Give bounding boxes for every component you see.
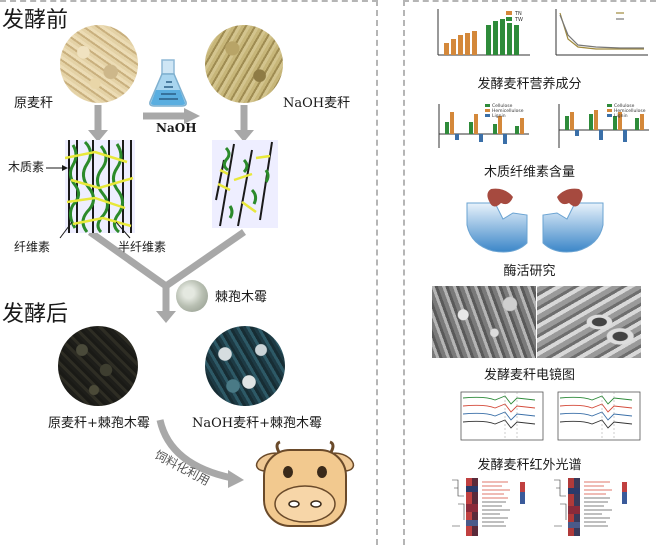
ir-caption: 发酵麦秆红外光谱 (477, 458, 582, 473)
fiber-label-pointers (59, 221, 131, 239)
heatmap-2 (552, 476, 648, 538)
nutrition-caption: 发酵麦秆营养成分 (477, 77, 582, 92)
nutrition-line-chart (540, 5, 652, 67)
legend-hemicellulose-2: Hemicellulose (614, 108, 646, 114)
ir-spectrum-1 (455, 390, 545, 446)
right-panel-top-border (403, 0, 656, 2)
left-panel-right-border (376, 0, 378, 545)
legend-tn: TN (514, 11, 522, 17)
converge-left-line (87, 229, 169, 289)
fungus-label: 棘孢木霉 (215, 290, 268, 305)
legend-cellulose-2: Cellulose (614, 103, 635, 109)
naoh-fiber-structure (212, 140, 278, 228)
legend-lignin-2: Lignin (614, 113, 628, 119)
raw-straw-image (60, 25, 138, 103)
cow-icon (255, 440, 355, 527)
hemicellulose-label: 半纤维素 (118, 240, 167, 254)
converge-right-line (164, 229, 246, 289)
raw-down-arrow-head (88, 130, 108, 142)
raw-fermented-image (58, 326, 138, 406)
raw-fiber-structure (64, 140, 135, 234)
title-after-fermentation: 发酵后 (2, 302, 69, 327)
right-panel-left-border (403, 0, 405, 545)
lignocellulose-chart-2: Cellulose Hemicellulose Lignin (545, 100, 651, 158)
feed-arrow-head (228, 470, 244, 488)
feed-curved-arrow (156, 419, 233, 482)
naoh-straw-image (205, 25, 283, 103)
heatmap-1 (450, 476, 546, 538)
nutrition-bar-chart: TN TW (420, 5, 532, 67)
sem-image-naoh (537, 286, 641, 358)
naoh-down-arrow-head (234, 130, 254, 142)
naoh-straw-label: NaOH麦秆 (283, 96, 351, 111)
sem-image-raw (432, 286, 536, 358)
lignocellulose-caption: 木质纤维素含量 (483, 165, 575, 180)
converge-down-arrow-head (156, 311, 176, 323)
naoh-fermented-image (205, 326, 285, 406)
enzyme-icon (466, 188, 604, 253)
legend-cellulose-1: Cellulose (492, 103, 513, 109)
legend-lignin-1: Lignin (492, 113, 506, 119)
cellulose-label: 纤维素 (14, 240, 51, 254)
raw-fermented-label: 原麦秆+棘孢木霉 (48, 416, 150, 431)
naoh-fermented-label: NaOH麦秆+棘孢木霉 (192, 416, 323, 431)
fungus-image (176, 280, 208, 312)
naoh-arrow-label: NaOH (156, 121, 197, 135)
flow-arrows (87, 105, 254, 488)
lignin-pointer (46, 165, 68, 171)
ir-spectrum-2 (552, 390, 642, 446)
left-panel-top-border (0, 0, 378, 2)
enzyme-caption: 酶活研究 (503, 264, 556, 279)
lignocellulose-chart-1: Cellulose Hemicellulose Lignin (425, 100, 531, 158)
flask-icon (149, 59, 187, 107)
sem-caption: 发酵麦秆电镜图 (483, 368, 575, 383)
raw-straw-label: 原麦秆 (14, 96, 54, 111)
legend-hemicellulose-1: Hemicellulose (492, 108, 524, 114)
naoh-treatment-arrow-head (184, 108, 200, 124)
legend-tw: TW (514, 17, 523, 23)
lignin-label: 木质素 (8, 160, 45, 174)
title-before-fermentation: 发酵前 (2, 8, 69, 33)
